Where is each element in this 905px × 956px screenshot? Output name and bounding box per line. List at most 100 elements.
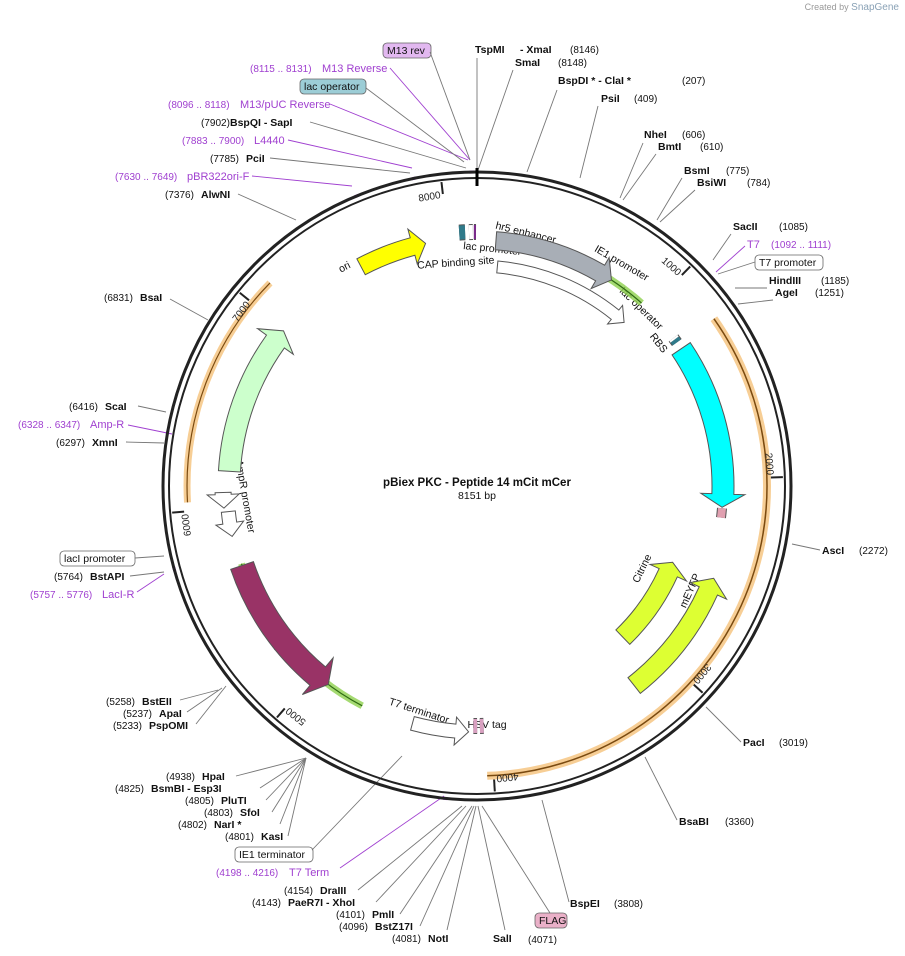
enzyme-paci-pos: (3019) (779, 738, 808, 749)
bspqi-leader (309, 121, 467, 169)
enzyme-bspqi-label: BspQI - SapI (230, 117, 293, 129)
ie1-promoter-arrow (496, 260, 625, 325)
ampr-arrow (217, 328, 295, 473)
tick-4000 (493, 779, 496, 792)
primer-6-label: LacI-R (102, 589, 134, 601)
enzyme-pspomi-pos: (5233) (113, 721, 142, 732)
bl-leader-1 (279, 757, 307, 825)
enzyme-nhei-leader (619, 142, 644, 199)
enzyme-pmli-pos: (4101) (336, 910, 365, 921)
primer-5-pos: (6328 .. 6347) (18, 420, 80, 431)
enzyme-alwni-label: AlwNI (201, 189, 230, 201)
enzyme-bspei-label: BspEI (570, 898, 600, 910)
enzyme-bsteii-label: BstEII (142, 696, 172, 708)
enzyme-paci-label: PacI (743, 737, 765, 749)
ampr-promoter-arrow (214, 510, 245, 538)
enzyme-bspdi-label: BspDI * - ClaI * (558, 75, 632, 87)
xmni-leader (125, 441, 165, 444)
enzyme-psii-pos: (409) (634, 94, 657, 105)
ori-arrow (356, 227, 427, 276)
primer-1-leader (329, 103, 469, 161)
enzyme-bsteii-pos: (5258) (106, 697, 135, 708)
enzyme-bspei-pos: (3808) (614, 899, 643, 910)
alwni-leader (237, 193, 297, 221)
bl-leader-3 (265, 757, 307, 801)
enzyme-kasi-pos: (4801) (225, 832, 254, 843)
enzyme-hindiii-pos: (1185) (821, 276, 849, 287)
m13rev-box (382, 42, 432, 59)
tick-7000 (239, 291, 250, 302)
enzyme-bstz17i-label: BstZ17I (375, 921, 413, 933)
enzyme-sacii-leader (712, 233, 732, 261)
enzyme-bsabi-leader (644, 756, 678, 821)
enzyme-tspmi-label: TspMI (475, 44, 505, 56)
draiii-leader (357, 805, 463, 891)
rbs-label: RBS (647, 331, 670, 355)
primer-0-label: M13 Reverse (322, 63, 387, 75)
lac-operator-box (299, 78, 367, 95)
paer7i-leader (375, 805, 467, 903)
credit-prefix: Created by (804, 2, 849, 12)
tick-3000 (693, 683, 704, 694)
enzyme-bstapi-label: BstAPI (90, 571, 125, 583)
ie1term-leader (311, 755, 403, 851)
hsv-label: HSV tag (467, 719, 506, 731)
ie1-terminator-label: IE1 terminator (239, 849, 305, 861)
laci-promoter-label: lacI promoter (64, 553, 126, 565)
enzyme-bspqi-pos: (7902) (201, 118, 230, 129)
primer-1-label: M13/pUC Reverse (240, 99, 330, 111)
bl-leader-4 (259, 757, 307, 789)
orf-line (487, 318, 768, 777)
enzyme-nari-label: NarI * (214, 819, 242, 831)
enzyme-bsmbi-pos: (4825) (115, 784, 144, 795)
enzyme-sacii-label: SacII (733, 221, 758, 233)
primer-3-pos: (7630 .. 7649) (115, 172, 177, 183)
laci-promoter-leader (134, 555, 165, 559)
primer-7-leader (339, 795, 445, 869)
bstz17i-leader (419, 805, 475, 927)
enzyme-xmni-label: XmnI (92, 437, 118, 449)
enzyme-alwni-pos: (7376) (165, 190, 194, 201)
enzyme-sfoi-label: SfoI (240, 807, 260, 819)
enzyme-scai-pos: (6416) (69, 402, 98, 413)
enzyme-kasi-label: KasI (261, 831, 283, 843)
enzyme-psii-label: PsiI (601, 93, 620, 105)
primer-1-pos: (8096 .. 8118) (168, 100, 230, 111)
tick-label-8000: 8000 (418, 190, 442, 205)
enzyme-paer7i-label: PaeR7I - XhoI (288, 897, 355, 909)
primer-5-leader (127, 424, 173, 435)
enzyme-asci-label: AscI (822, 545, 844, 557)
laci-promoter-box (59, 550, 136, 567)
primer-7-label: T7 Term (289, 867, 329, 879)
primer-t7-pos: (1092 .. 1111) (771, 240, 831, 251)
bl-leader-0 (287, 757, 307, 837)
t7-promoter-label: T7 promoter (759, 257, 817, 269)
flag-box (534, 912, 568, 929)
amp-orf-line (186, 282, 271, 503)
enzyme-bstapi-pos: (5764) (54, 572, 83, 583)
t7-terminator-arrow (409, 715, 470, 747)
t7promoter-leader (717, 261, 756, 275)
enzyme-pluti-label: PluTI (221, 795, 247, 807)
enzyme-hpai-pos: (4938) (166, 772, 195, 783)
enzyme-bsmi-label: BsmI (684, 165, 710, 177)
enhancer-arrow (494, 231, 612, 290)
enzyme-pcii-pos: (7785) (210, 154, 239, 165)
enzyme-bsmi-pos: (775) (726, 166, 749, 177)
snapgene-credit: Created by SnapGene (805, 2, 899, 13)
m13rev-label: M13 rev (387, 45, 426, 57)
enzyme-bsiwi-leader (659, 189, 696, 223)
primer-5-label: Amp-R (90, 419, 124, 431)
primer-3-leader (251, 175, 353, 187)
tick-5000 (276, 707, 286, 719)
lac-operator-small (669, 335, 679, 343)
primer-0-pos: (8115 .. 8131) (250, 64, 312, 75)
enzyme-asci-leader (791, 543, 821, 551)
enzyme-paer7i-pos: (4143) (252, 898, 281, 909)
enzyme-pcii-label: PciI (246, 153, 265, 165)
enzyme-bsabi-pos: (3360) (725, 817, 754, 828)
citrine-arrow (615, 561, 689, 646)
tick-label-4000: 4000 (495, 770, 519, 783)
enzyme-bsai-label: BsaI (140, 292, 162, 304)
bl-leader-5 (235, 757, 307, 777)
